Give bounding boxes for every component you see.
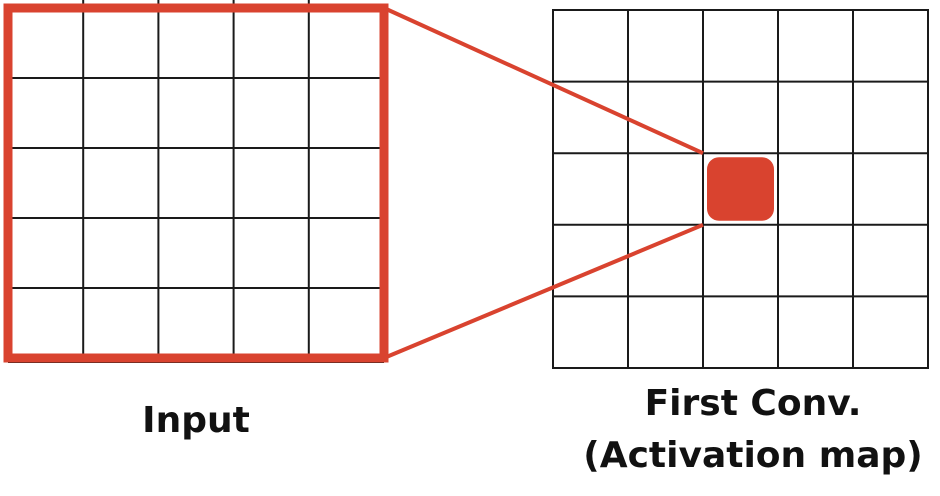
activation-map-label-line2: (Activation map) [583,435,923,476]
receptive-field-frame [3,3,389,363]
activation-map-label: First Conv. (Activation map) [578,378,928,482]
connector-line-top [383,6,704,156]
input-label: Input [142,400,250,441]
activation-map-label-line1: First Conv. [644,383,862,424]
activation-map-grid [552,9,929,369]
connector-line-bottom [383,222,704,360]
input-grid [3,0,389,363]
receptive-field-connectors [383,6,704,360]
activation-grid-border [552,9,929,369]
activation-cell-highlight [707,157,774,221]
